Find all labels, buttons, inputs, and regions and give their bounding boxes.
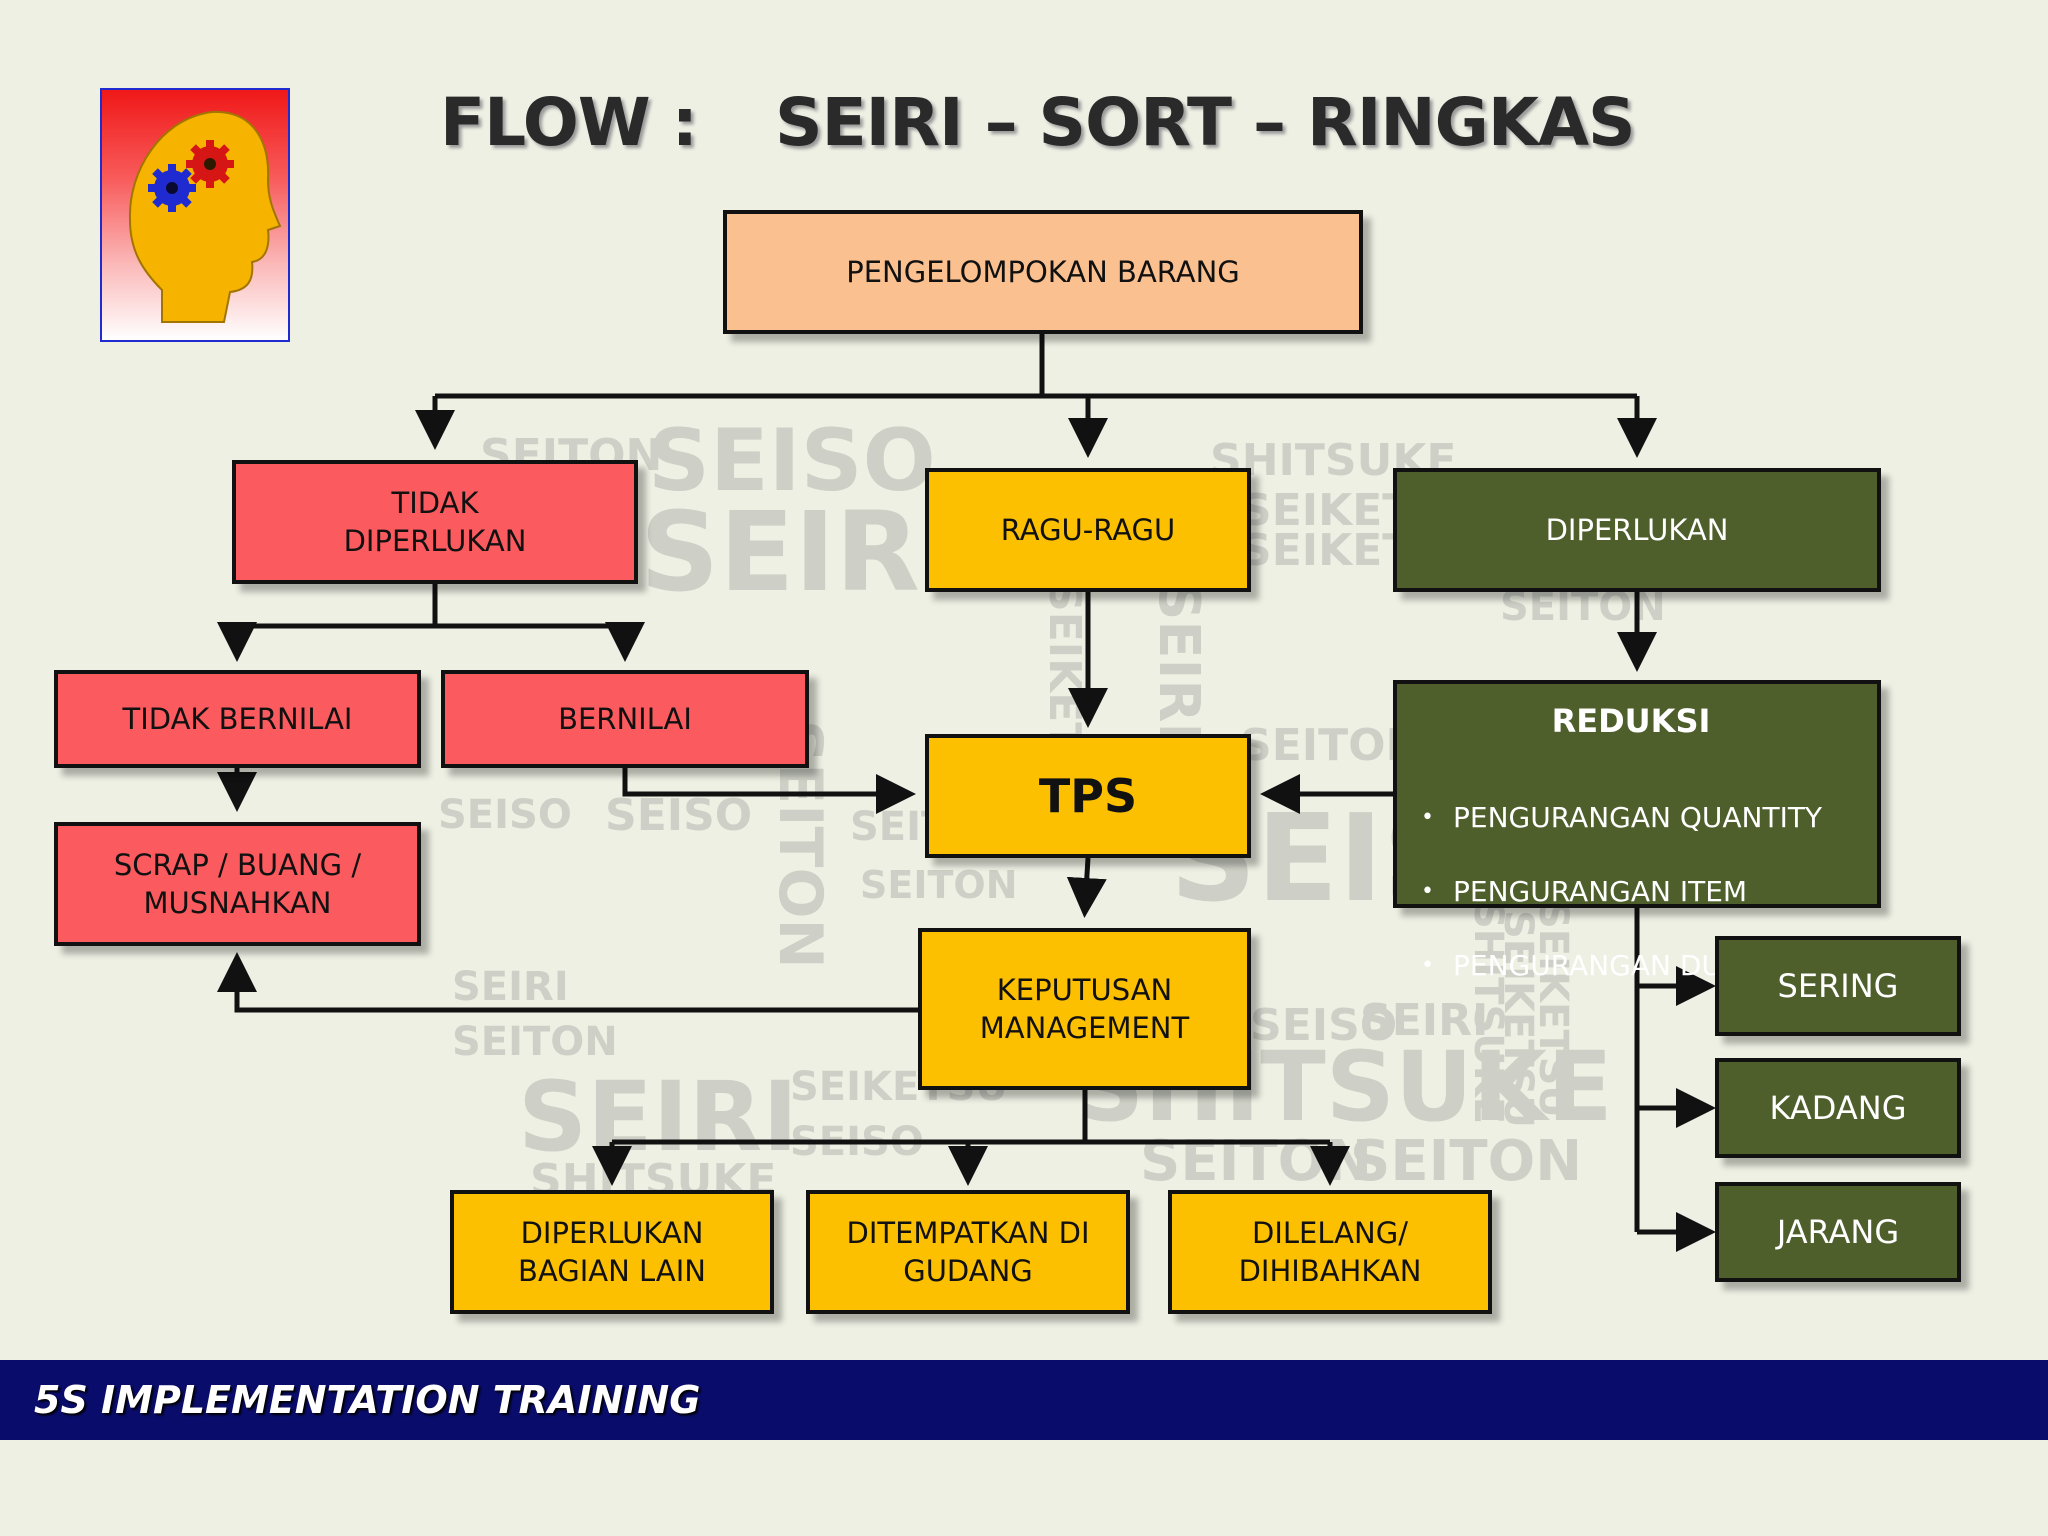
watermark-word: SEIRI <box>1146 580 1211 743</box>
node-tidak-diperlukan: TIDAK DIPERLUKAN <box>232 460 638 584</box>
watermark-word: SEIRI <box>640 488 961 616</box>
watermark-word: SEISO <box>1250 1000 1397 1051</box>
connector <box>622 768 916 814</box>
footer-text: 5S IMPLEMENTATION TRAINING <box>34 1378 701 1422</box>
node-pengelompokan-barang: PENGELOMPOKAN BARANG <box>723 210 1363 334</box>
logo <box>100 88 290 342</box>
watermark-word: SEIRI <box>1360 995 1488 1046</box>
watermark-word: SEIKETSU <box>1530 900 1576 1118</box>
watermark-word: SEITON <box>1350 1129 1582 1194</box>
node-tidak-bernilai: TIDAK BERNILAI <box>54 670 421 768</box>
node-diperlukan: DIPERLUKAN <box>1393 468 1881 592</box>
node-tps: TPS <box>925 734 1251 858</box>
page-title: FLOW : SEIRI – SORT – RINGKAS <box>440 84 1720 174</box>
reduksi-item: PENGURANGAN ITEM <box>1415 874 1847 910</box>
node-ragu-ragu: RAGU-RAGU <box>925 468 1251 592</box>
node-sering: SERING <box>1715 936 1961 1036</box>
node-diperlukan-bagian-lain: DIPERLUKAN BAGIAN LAIN <box>450 1190 774 1314</box>
watermark-word: SEIRI <box>518 1061 798 1173</box>
node-ditempatkan-di-gudang: DITEMPATKAN DI GUDANG <box>806 1190 1130 1314</box>
watermark-word: SEISO <box>605 790 752 841</box>
watermark-word: SEITON <box>1240 720 1422 771</box>
head-gears-icon <box>128 110 282 323</box>
watermark-word: SEIRI <box>452 964 569 1010</box>
watermark-word: SEITON <box>452 1019 618 1065</box>
node-scrap-buang-musnahkan: SCRAP / BUANG / MUSNAHKAN <box>54 822 421 946</box>
node-bernilai: BERNILAI <box>441 670 809 768</box>
watermark-word: SEITON <box>860 863 1018 907</box>
reduksi-item: PENGURANGAN QUANTITY <box>1415 800 1847 836</box>
watermark-word: SEIKET <box>1240 525 1412 576</box>
watermark-word: SHITSUKE <box>1465 900 1511 1124</box>
connector <box>1066 857 1107 918</box>
node-jarang: JARANG <box>1715 1182 1961 1282</box>
node-dilelang-dihibahkan: DILELANG/ DIHIBAHKAN <box>1168 1190 1492 1314</box>
watermark-word: SEIKETSU <box>1495 910 1541 1128</box>
footer-bar: 5S IMPLEMENTATION TRAINING <box>0 1360 2048 1440</box>
title-prefix: FLOW : <box>440 84 698 161</box>
connector <box>217 952 918 1013</box>
watermark-word: SEISO <box>438 792 572 838</box>
node-keputusan-management: KEPUTUSAN MANAGEMENT <box>918 928 1251 1090</box>
watermark-word: SEISO <box>648 411 936 511</box>
node-reduksi: REDUKSI PENGURANGAN QUANTITY PENGURANGAN… <box>1393 680 1881 984</box>
title-main: SEIRI – SORT – RINGKAS <box>775 84 1636 161</box>
reduksi-title: REDUKSI <box>1551 702 1711 740</box>
node-kadang: KADANG <box>1715 1058 1961 1158</box>
